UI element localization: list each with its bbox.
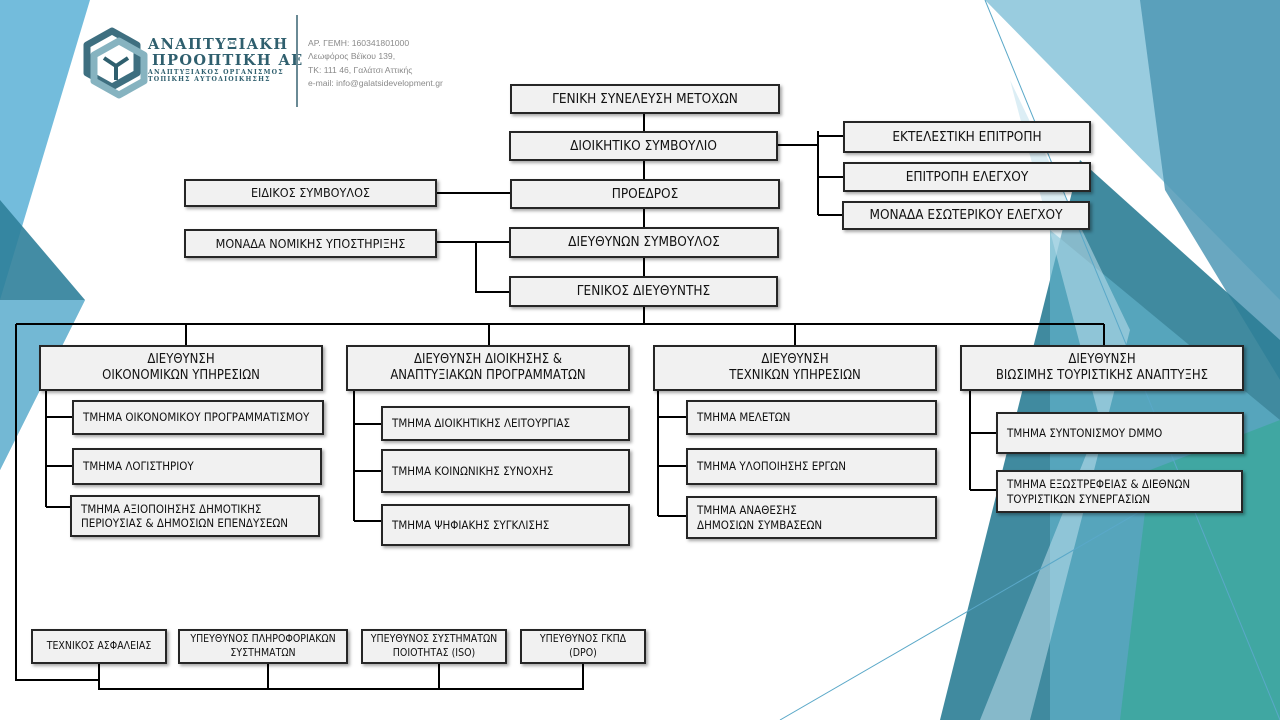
directorate-tourism-line1: ΔΙΕΥΘΥΝΣΗ <box>1068 351 1136 367</box>
contact-email: e-mail: info@galatsidevelopment.gr <box>308 77 443 88</box>
gemi-number: ΑΡ. ΓΕΜΗ: 160341801000 <box>308 38 410 48</box>
company-name-block: ΑΝΑΠΤΥΞΙΑΚΗ ΠΡΟΟΠΤΙΚΗ ΑΕ ΑΝΑΠΤΥΞΙΑΚΟΣ ΟΡ… <box>148 36 304 83</box>
box-dept-financial-planning: ΤΜΗΜΑ ΟΙΚΟΝΟΜΙΚΟΥ ΠΡΟΓΡΑΜΜΑΤΙΣΜΟΥ <box>72 400 324 435</box>
internal-audit-label: ΜΟΝΑΔΑ ΕΣΩΤΕΡΙΚΟΥ ΕΛΕΓΧΟΥ <box>869 207 1063 224</box>
box-legal-support: ΜΟΝΑΔΑ ΝΟΜΙΚΗΣ ΥΠΟΣΤΗΡΙΞΗΣ <box>184 229 437 258</box>
dept-dmmo-coordination-line1: ΤΜΗΜΑ ΣΥΝΤΟΝΙΣΜΟΥ DMMO <box>1007 425 1163 440</box>
dept-municipal-property-line1: ΤΜΗΜΑ ΑΞΙΟΠΟΙΗΣΗΣ ΔΗΜΟΤΙΚΗΣ <box>81 501 262 516</box>
dept-tourism-cooperation-line2: ΤΟΥΡΙΣΤΙΚΩΝ ΣΥΝΕΡΓΑΣΙΩΝ <box>1007 491 1151 506</box>
box-dept-digital-convergence: ΤΜΗΜΑ ΨΗΦΙΑΚΗΣ ΣΥΓΚΛΙΣΗΣ <box>381 504 630 546</box>
officer-information-systems-line1: ΥΠΕΥΘΥΝΟΣ ΠΛΗΡΟΦΟΡΙΑΚΩΝ <box>190 633 336 646</box>
president-label: ΠΡΟΕΔΡΟΣ <box>611 185 679 202</box>
dept-project-implementation-line1: ΤΜΗΜΑ ΥΛΟΠΟΙΗΣΗΣ ΕΡΓΩΝ <box>697 459 846 474</box>
directorate-tourism-line2: ΒΙΩΣΙΜΗΣ ΤΟΥΡΙΣΤΙΚΗΣ ΑΝΑΠΤΥΞΗΣ <box>995 368 1209 383</box>
dept-public-contracts-line1: ΤΜΗΜΑ ΑΝΑΘΕΣΗΣ <box>697 503 797 518</box>
directorate-administration-line1: ΔΙΕΥΘΥΝΣΗ ΔΙΟΙΚΗΣΗΣ & <box>414 351 562 367</box>
board-label: ΔΙΟΙΚΗΤΙΚΟ ΣΥΜΒΟΥΛΙΟ <box>570 137 717 154</box>
directorate-finance-line1: ΔΙΕΥΘΥΝΣΗ <box>147 351 215 367</box>
box-dept-social-cohesion: ΤΜΗΜΑ ΚΟΙΝΩΝΙΚΗΣ ΣΥΝΟΧΗΣ <box>381 449 630 493</box>
officer-quality-systems-line2: ΠΟΙΟΤΗΤΑΣ (ISO) <box>392 646 476 659</box>
dept-municipal-property-line2: ΠΕΡΙΟΥΣΙΑΣ & ΔΗΜΟΣΙΩΝ ΕΠΕΝΔΥΣΕΩΝ <box>81 516 289 530</box>
company-tagline-line2: ΤΟΠΙΚΗΣ ΑΥΤΟΔΙΟΙΚΗΣΗΣ <box>148 76 271 83</box>
box-officer-safety: ΤΕΧΝΙΚΟΣ ΑΣΦΑΛΕΙΑΣ <box>31 629 167 664</box>
company-name-line1: ΑΝΑΠΤΥΞΙΑΚΗ <box>148 36 289 53</box>
box-board: ΔΙΟΙΚΗΤΙΚΟ ΣΥΜΒΟΥΛΙΟ <box>509 131 778 161</box>
directorate-technical-line1: ΔΙΕΥΘΥΝΣΗ <box>761 351 829 367</box>
address-street: Λεωφόρος Βέϊκου 139, <box>308 51 396 62</box>
box-internal-audit: ΜΟΝΑΔΑ ΕΣΩΤΕΡΙΚΟΥ ΕΛΕΓΧΟΥ <box>842 201 1090 230</box>
company-tagline-line1: ΑΝΑΠΤΥΞΙΑΚΟΣ ΟΡΓΑΝΙΣΜΟΣ <box>148 69 284 76</box>
general-manager-label: ΓΕΝΙΚΟΣ ΔΙΕΥΘΥΝΤΗΣ <box>576 283 711 300</box>
header-divider <box>296 15 298 107</box>
company-name-line2: ΠΡΟΟΠΤΙΚΗ ΑΕ <box>152 52 304 69</box>
box-general-manager: ΓΕΝΙΚΟΣ ΔΙΕΥΘΥΝΤΗΣ <box>509 276 778 307</box>
directorate-administration-line2: ΑΝΑΠΤΥΞΙΑΚΩΝ ΠΡΟΓΡΑΜΜΑΤΩΝ <box>390 368 586 383</box>
address-city: ΤΚ: 111 46, Γαλάτσι Αττικής <box>308 64 413 75</box>
ceo-label: ΔΙΕΥΘΥΝΩΝ ΣΥΜΒΟΥΛΟΣ <box>568 234 720 251</box>
box-directorate-administration: ΔΙΕΥΘΥΝΣΗ ΔΙΟΙΚΗΣΗΣ &ΑΝΑΠΤΥΞΙΑΚΩΝ ΠΡΟΓΡΑ… <box>346 345 630 391</box>
dept-digital-convergence-line1: ΤΜΗΜΑ ΨΗΦΙΑΚΗΣ ΣΥΓΚΛΙΣΗΣ <box>392 517 550 532</box>
box-president: ΠΡΟΕΔΡΟΣ <box>510 179 780 209</box>
dept-administrative-operation-line1: ΤΜΗΜΑ ΔΙΟΙΚΗΤΙΚΗΣ ΛΕΙΤΟΥΡΓΙΑΣ <box>392 416 571 431</box>
company-logo-icon <box>83 27 148 99</box>
officer-gdpr-line1: ΥΠΕΥΘΥΝΟΣ ΓΚΠΔ <box>539 633 627 646</box>
audit-committee-label: ΕΠΙΤΡΟΠΗ ΕΛΕΓΧΟΥ <box>905 168 1029 185</box>
box-dept-studies: ΤΜΗΜΑ ΜΕΛΕΤΩΝ <box>686 400 937 435</box>
dept-accounting-line1: ΤΜΗΜΑ ΛΟΓΙΣΤΗΡΙΟΥ <box>83 459 194 474</box>
box-ceo: ΔΙΕΥΘΥΝΩΝ ΣΥΜΒΟΥΛΟΣ <box>509 227 779 258</box>
officer-gdpr-line2: (DPO) <box>569 646 597 659</box>
special-advisor-label: ΕΙΔΙΚΟΣ ΣΥΜΒΟΥΛΟΣ <box>250 185 371 201</box>
legal-support-label: ΜΟΝΑΔΑ ΝΟΜΙΚΗΣ ΥΠΟΣΤΗΡΙΞΗΣ <box>215 235 406 251</box>
box-general-assembly: ΓΕΝΙΚΗ ΣΥΝΕΛΕΥΣΗ ΜΕΤΟΧΩΝ <box>510 84 780 114</box>
dept-tourism-cooperation-line1: ΤΜΗΜΑ ΕΞΩΣΤΡΕΦΕΙΑΣ & ΔΙΕΘΝΩΝ <box>1007 477 1191 492</box>
box-officer-gdpr: ΥΠΕΥΘΥΝΟΣ ΓΚΠΔ(DPO) <box>520 629 646 664</box>
dept-social-cohesion-line1: ΤΜΗΜΑ ΚΟΙΝΩΝΙΚΗΣ ΣΥΝΟΧΗΣ <box>392 463 554 478</box>
officer-information-systems-line2: ΣΥΣΤΗΜΑΤΩΝ <box>230 646 296 659</box>
officer-quality-systems-line1: ΥΠΕΥΘΥΝΟΣ ΣΥΣΤΗΜΑΤΩΝ <box>370 633 498 646</box>
box-special-advisor: ΕΙΔΙΚΟΣ ΣΥΜΒΟΥΛΟΣ <box>184 179 437 207</box>
dept-public-contracts-line2: ΔΗΜΟΣΙΩΝ ΣΥΜΒΑΣΕΩΝ <box>697 517 823 532</box>
box-dept-administrative-operation: ΤΜΗΜΑ ΔΙΟΙΚΗΤΙΚΗΣ ΛΕΙΤΟΥΡΓΙΑΣ <box>381 406 630 441</box>
general-assembly-label: ΓΕΝΙΚΗ ΣΥΝΕΛΕΥΣΗ ΜΕΤΟΧΩΝ <box>552 90 738 107</box>
officer-safety-line1: ΤΕΧΝΙΚΟΣ ΑΣΦΑΛΕΙΑΣ <box>46 639 152 652</box>
executive-committee-label: ΕΚΤΕΛΕΣΤΙΚΗ ΕΠΙΤΡΟΠΗ <box>892 128 1042 145</box>
box-dept-project-implementation: ΤΜΗΜΑ ΥΛΟΠΟΙΗΣΗΣ ΕΡΓΩΝ <box>686 448 937 485</box>
box-audit-committee: ΕΠΙΤΡΟΠΗ ΕΛΕΓΧΟΥ <box>843 162 1091 192</box>
box-executive-committee: ΕΚΤΕΛΕΣΤΙΚΗ ΕΠΙΤΡΟΠΗ <box>843 121 1091 153</box>
company-contact-info: ΑΡ. ΓΕΜΗ: 160341801000 Λεωφόρος Βέϊκου 1… <box>308 37 443 90</box>
directorate-finance-line2: ΟΙΚΟΝΟΜΙΚΩΝ ΥΠΗΡΕΣΙΩΝ <box>102 368 260 383</box>
dept-studies-line1: ΤΜΗΜΑ ΜΕΛΕΤΩΝ <box>697 410 791 425</box>
box-dept-accounting: ΤΜΗΜΑ ΛΟΓΙΣΤΗΡΙΟΥ <box>72 448 322 485</box>
directorate-technical-line2: ΤΕΧΝΙΚΩΝ ΥΠΗΡΕΣΙΩΝ <box>729 368 861 383</box>
dept-financial-planning-line1: ΤΜΗΜΑ ΟΙΚΟΝΟΜΙΚΟΥ ΠΡΟΓΡΑΜΜΑΤΙΣΜΟΥ <box>83 410 310 425</box>
box-dept-dmmo-coordination: ΤΜΗΜΑ ΣΥΝΤΟΝΙΣΜΟΥ DMMO <box>996 412 1244 454</box>
